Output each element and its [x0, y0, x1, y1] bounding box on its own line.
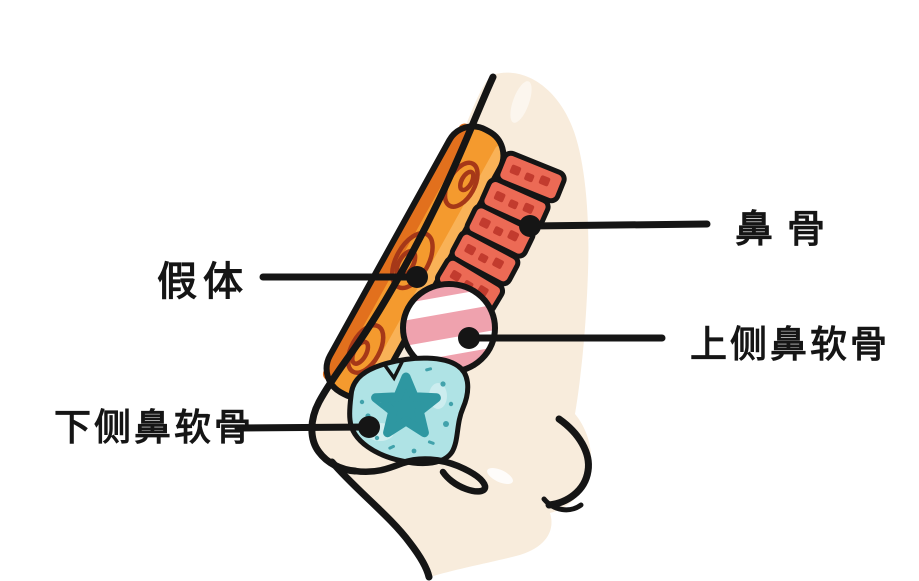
- implant-swirl-bottom: [345, 322, 386, 375]
- upper-cartilage-leader-dot: [458, 327, 480, 349]
- blob-speckle: [374, 435, 380, 441]
- lower-profile-outline: [328, 458, 433, 581]
- implant-swirl-top-inner: [458, 169, 476, 193]
- blob-speckle: [425, 367, 433, 372]
- blob-speckle: [388, 444, 395, 450]
- bridge-highlight: [510, 81, 532, 123]
- implant-light-edge: [360, 145, 506, 399]
- nasal-bone-leader-dot: [519, 215, 541, 237]
- lower-cartilage-leader-dot: [358, 416, 380, 438]
- implant-label: 假体: [157, 259, 249, 305]
- lower-lateral-cartilage: [347, 355, 471, 467]
- nose-bridge-outline: [308, 73, 497, 475]
- alar-smile-line: [541, 496, 584, 513]
- upper-lateral-cartilage-label: 上侧鼻软骨: [690, 323, 890, 366]
- blob-speckle: [359, 399, 365, 405]
- lower-lateral-cartilage-label: 下侧鼻软骨: [54, 406, 254, 449]
- alar-curve: [545, 415, 592, 509]
- blob-notch-mark: [382, 360, 404, 382]
- nasal-bone-leader-line: [526, 220, 711, 230]
- implant-swirl-mid: [389, 230, 435, 291]
- cartilage-star: [371, 372, 441, 438]
- ball-stripe-1: [403, 286, 495, 323]
- nasal-bone-label: 鼻骨: [735, 207, 839, 251]
- implant-leader-dot: [406, 266, 428, 288]
- bone-block-1: [495, 150, 567, 204]
- blob-speckle: [440, 381, 446, 387]
- blob-speckle: [427, 440, 435, 445]
- nose-tip-highlight: [487, 467, 513, 485]
- lower-cartilage-leader-line: [234, 423, 373, 432]
- blob-speckle: [443, 421, 449, 427]
- nostril-curve: [351, 456, 489, 495]
- blob-speckle: [411, 448, 417, 454]
- blob-speckle: [448, 401, 454, 407]
